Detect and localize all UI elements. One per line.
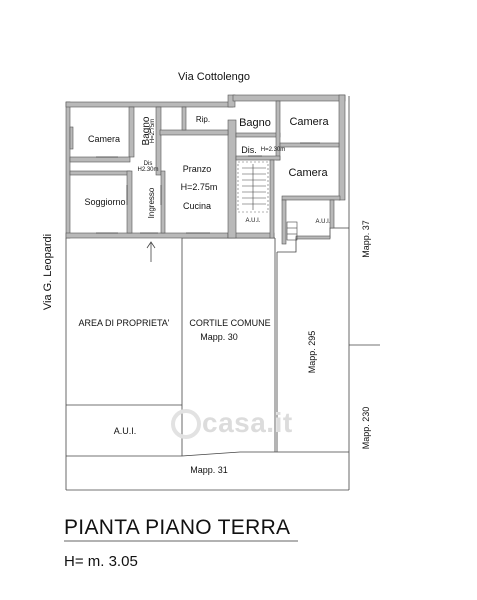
room-cucina: Cucina: [183, 201, 211, 211]
room-aui-right: A.U.I.: [315, 219, 330, 225]
street-west-label: Via G. Leopardi: [42, 234, 54, 310]
mapp-295-label: Mapp. 295: [307, 331, 317, 374]
room-dis-height: H=2.30m: [261, 147, 286, 153]
room-pranzo: Pranzo: [183, 164, 212, 174]
room-bagno-left: Bagno: [141, 116, 152, 145]
watermark-text: casa.it: [202, 407, 293, 438]
doors: [96, 142, 320, 234]
aui-bottom-label: A.U.I.: [114, 426, 137, 436]
area-proprieta-label: AREA DI PROPRIETA': [78, 318, 169, 328]
room-pranzo-height: H=2.75m: [181, 182, 218, 192]
mapp-230-label: Mapp. 230: [361, 407, 371, 450]
room-rip: Rip.: [196, 115, 210, 124]
room-camera-top-right: Camera: [289, 116, 329, 128]
room-camera-left: Camera: [88, 134, 120, 144]
room-soggiorno: Soggiorno: [84, 197, 125, 207]
street-north-label: Via Cottolengo: [178, 71, 250, 83]
mapp-37-label: Mapp. 37: [361, 220, 371, 258]
room-bagno-left-height: H=2.75m: [150, 119, 156, 144]
room-dis-left: Dis: [144, 161, 153, 167]
watermark-logo-icon: [171, 409, 201, 439]
room-dis-left-height: H2.30m: [137, 167, 158, 173]
watermark: casa.it: [168, 407, 293, 439]
room-ingresso: Ingresso: [147, 187, 156, 218]
entrance-arrow: [146, 241, 156, 262]
room-bagno-right: Bagno: [239, 117, 271, 129]
page-subtitle: H= m. 3.05: [64, 553, 138, 570]
staircase: [237, 161, 298, 241]
mapp-31-label: Mapp. 31: [190, 465, 228, 475]
page-title: PIANTA PIANO TERRA: [64, 516, 291, 539]
site-boundaries: [65, 96, 380, 491]
room-dis: Dis.: [241, 145, 257, 155]
room-aui-stair: A.U.I.: [245, 218, 260, 224]
cortile-comune-label: CORTILE COMUNE: [189, 318, 270, 328]
room-camera-right: Camera: [288, 167, 328, 179]
cortile-mapp-label: Mapp. 30: [200, 332, 238, 342]
